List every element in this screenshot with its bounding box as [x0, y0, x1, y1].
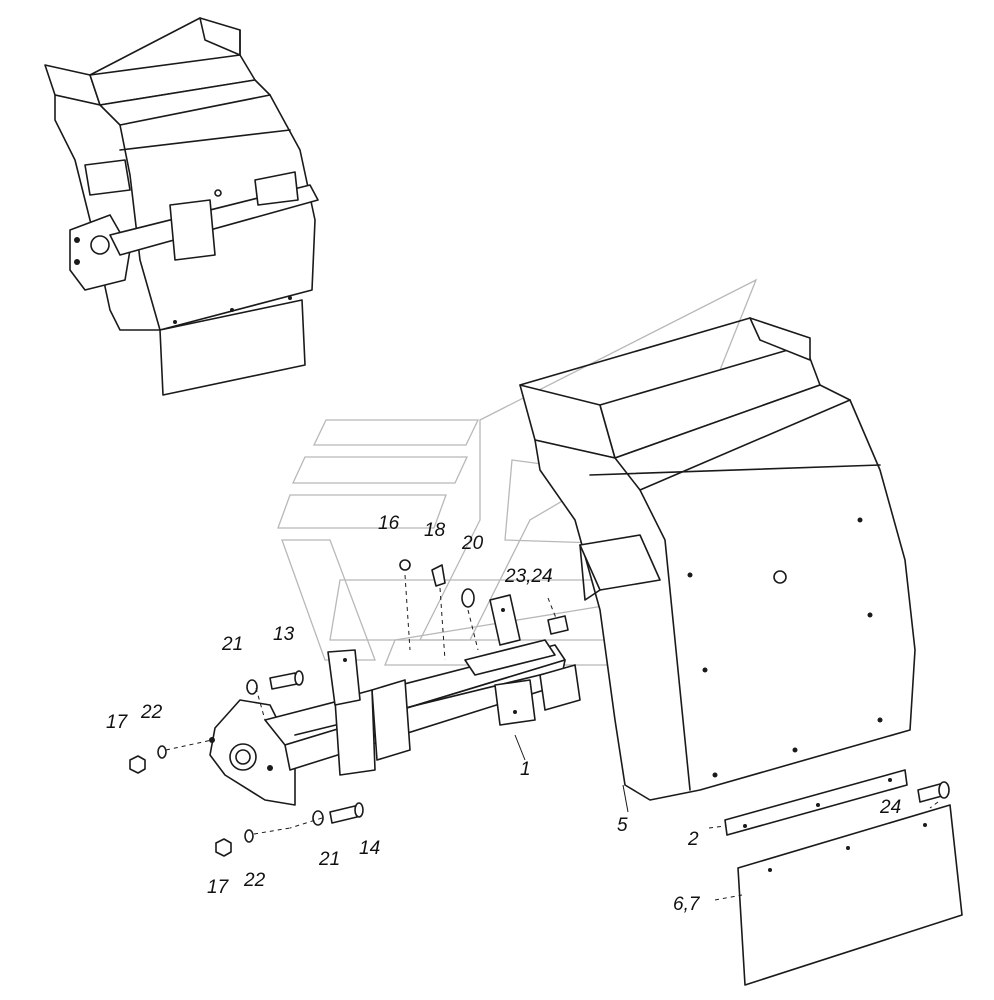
assembled-view-small [44, 17, 319, 396]
part-labels: 16 18 20 23,24 21 13 17 22 1 5 24 2 21 1… [106, 513, 901, 915]
mudflap-6-7 [737, 804, 963, 986]
label-24: 24 [879, 797, 901, 818]
label-18: 18 [424, 520, 446, 541]
label-16: 16 [378, 513, 400, 534]
label-6-7: 6,7 [673, 894, 701, 915]
label-5: 5 [617, 815, 628, 836]
fender-5 [519, 317, 916, 801]
label-1: 1 [520, 759, 531, 780]
label-17-upper: 17 [106, 712, 129, 733]
label-14: 14 [359, 838, 380, 859]
leader-lines [514, 734, 629, 813]
assembly-guides [165, 574, 939, 901]
hardware-parts [129, 559, 569, 857]
label-21-upper: 21 [221, 634, 243, 655]
label-22-upper: 22 [140, 702, 163, 723]
label-20: 20 [461, 533, 484, 554]
label-2: 2 [687, 829, 699, 850]
label-22-lower: 22 [243, 870, 266, 891]
label-17-lower: 17 [207, 877, 230, 898]
label-23-24: 23,24 [504, 566, 553, 587]
bolt-24 [917, 781, 950, 803]
bracket-1 [209, 594, 581, 806]
label-13: 13 [273, 624, 295, 645]
label-21-lower: 21 [318, 849, 340, 870]
strip-2 [724, 769, 908, 836]
